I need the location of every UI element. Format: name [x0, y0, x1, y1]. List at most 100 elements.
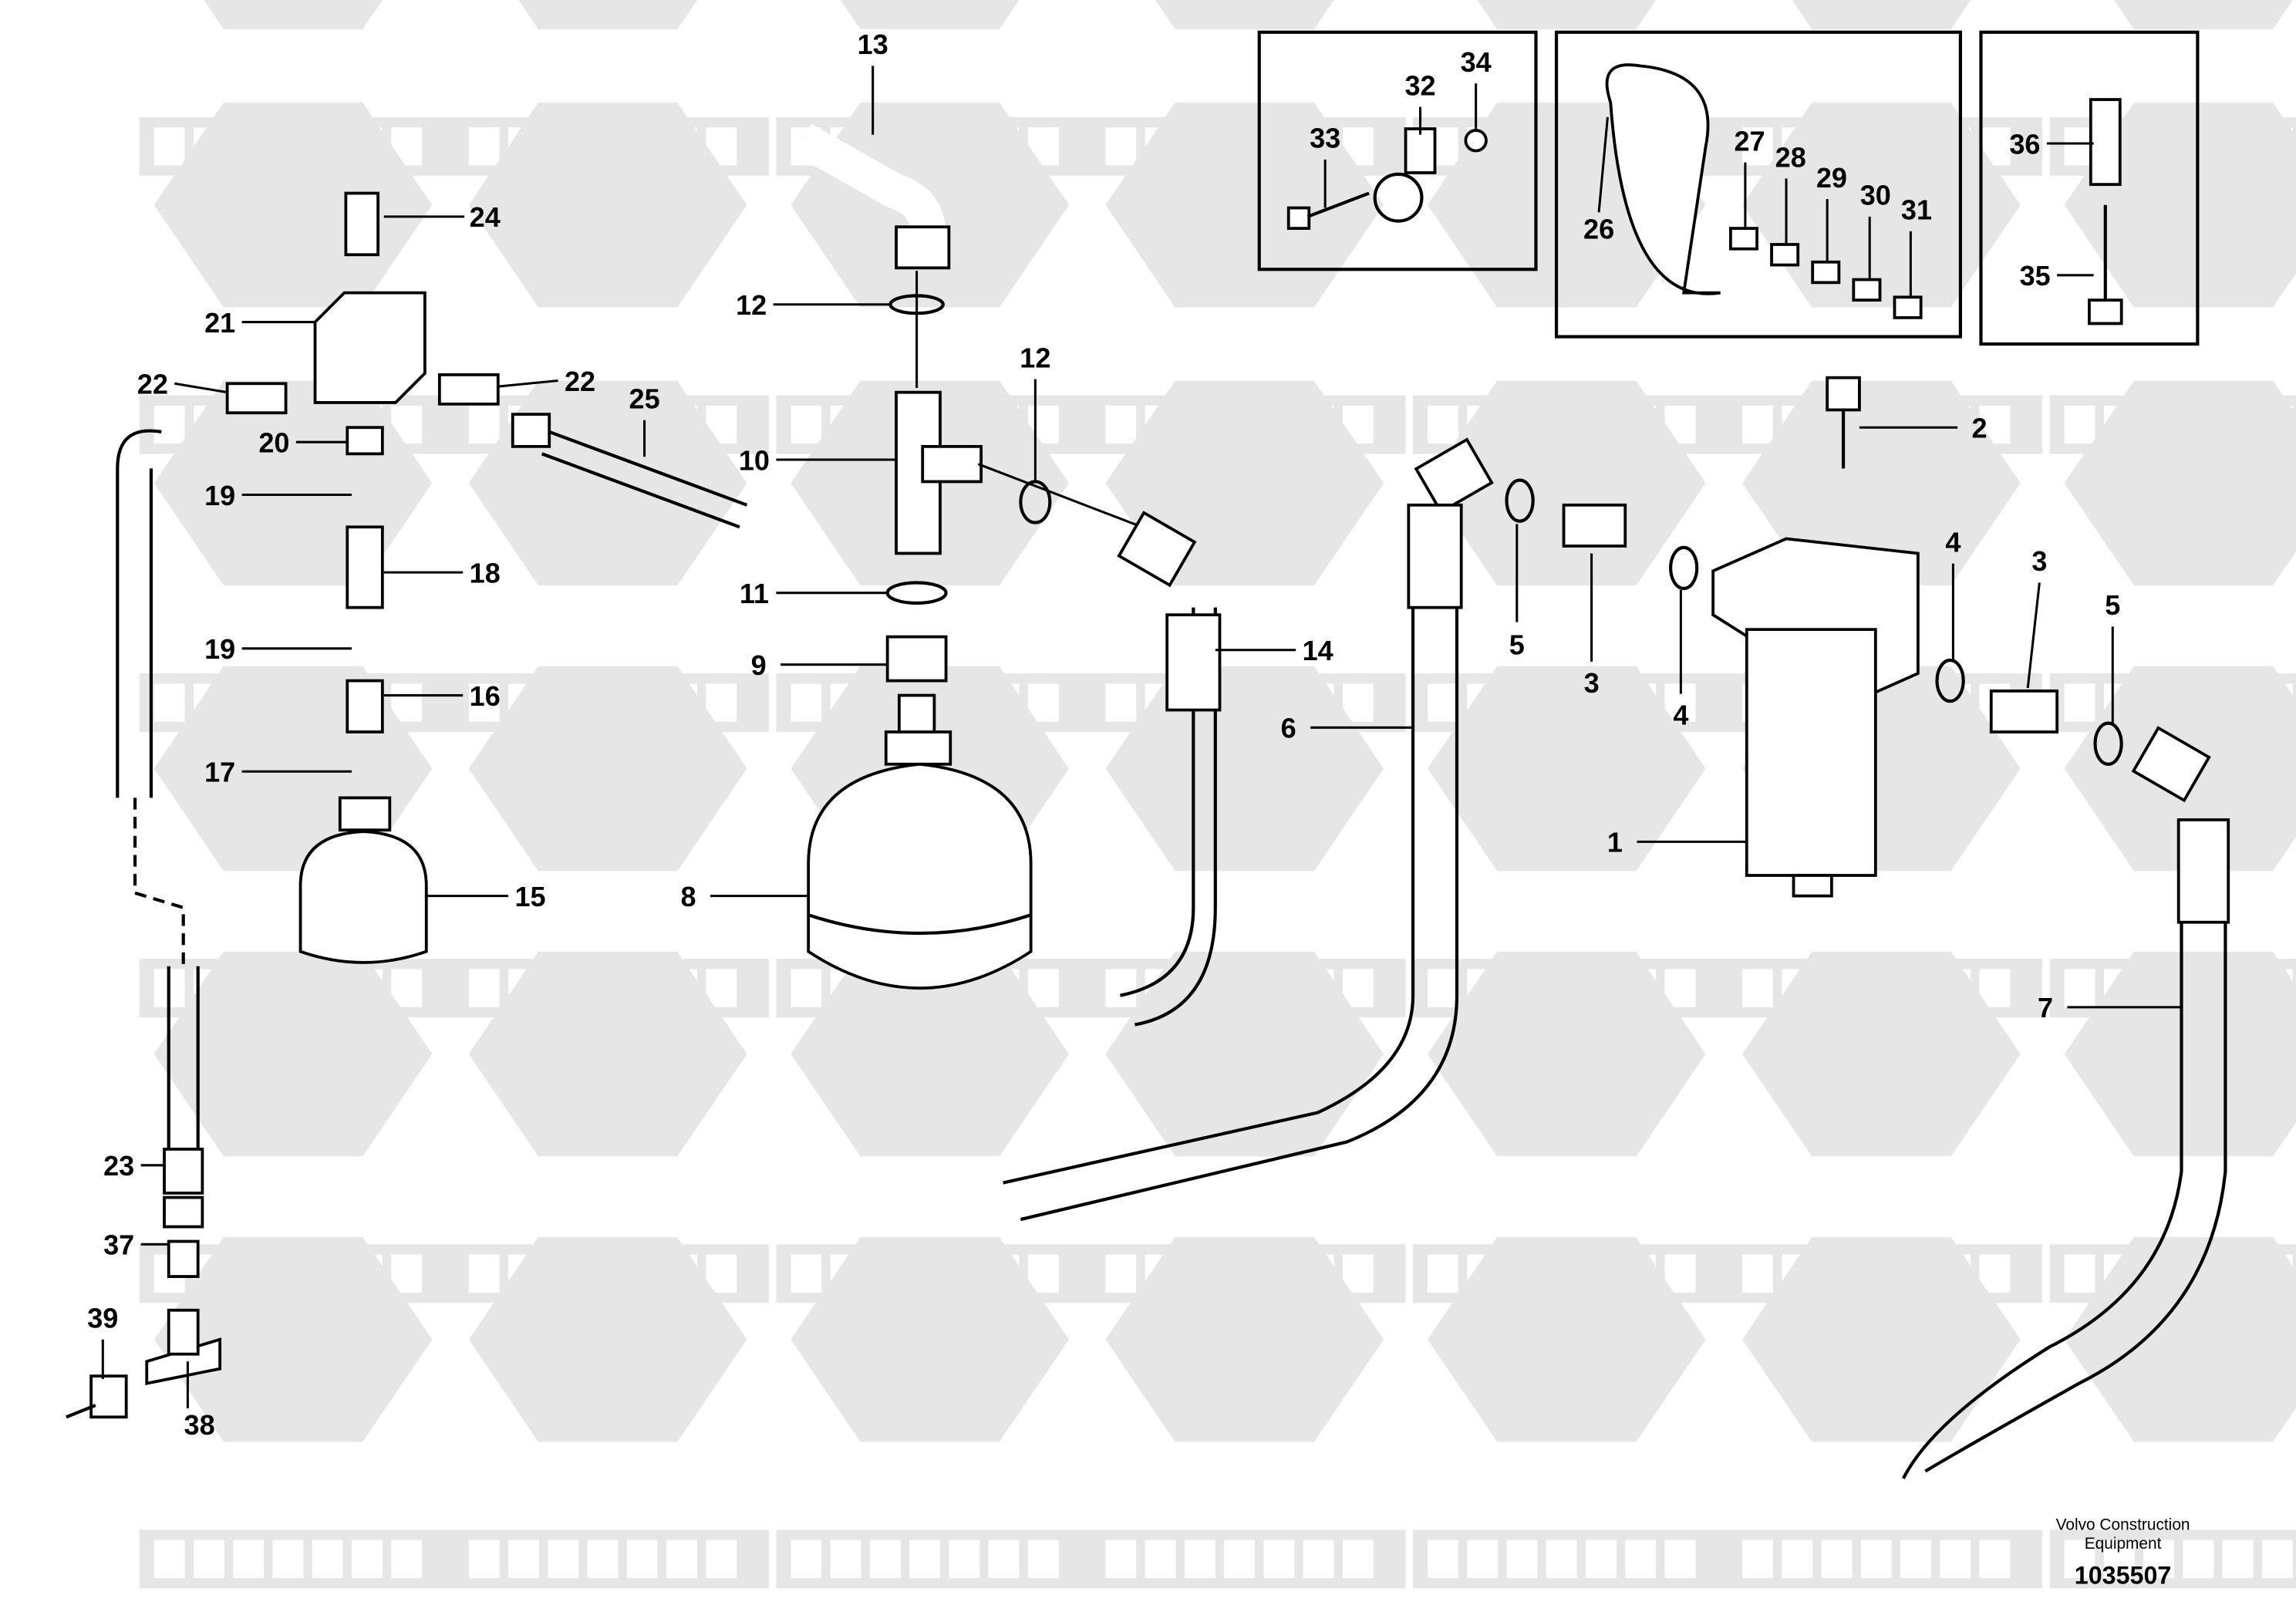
watermark-letter-shape [1586, 1539, 1617, 1579]
watermark-hexagon [468, 102, 747, 308]
callout-label: 8 [680, 881, 696, 912]
callout-label: 19 [204, 633, 235, 665]
callout-label: 9 [751, 649, 767, 681]
callout-label: 16 [470, 680, 501, 712]
callout-label: 39 [87, 1302, 118, 1334]
detail-box-straps [1554, 30, 1962, 339]
detail-box-spacer [1979, 30, 2200, 346]
watermark-letter-shape [1742, 127, 1773, 166]
watermark-letter-shape [706, 969, 737, 1007]
watermark-hexagon [1105, 1236, 1384, 1442]
watermark-letter-shape [909, 1539, 940, 1579]
watermark-letter-shape [2143, 1539, 2175, 1579]
watermark-letter-shape [1900, 1539, 1931, 1579]
watermark-letter-shape [988, 1539, 1020, 1579]
watermark-hexagon [153, 951, 433, 1157]
leader-lines [101, 66, 2182, 1408]
watermark-letter-shape [1821, 1539, 1853, 1579]
watermark-letter-shape [791, 969, 822, 1007]
watermark-letter-shape [2103, 1539, 2135, 1579]
watermark-letter-shape [1742, 1254, 1773, 1293]
callout-label: 3 [2031, 545, 2047, 577]
callout-label: 22 [137, 369, 168, 400]
callout-label: 12 [736, 289, 767, 321]
footer-company-line1: Volvo Construction [2056, 1516, 2190, 1533]
watermark-letter-shape [2261, 1539, 2293, 1579]
watermark-letter-shape [468, 1539, 500, 1579]
watermark-letter-shape [830, 1539, 861, 1579]
watermark-layer [139, 0, 2296, 1589]
callout-label: 1 [1607, 827, 1623, 858]
watermark-hexagon [1105, 102, 1384, 308]
watermark-hexagon [1428, 1236, 1706, 1442]
watermark-letter-shape [1342, 969, 1374, 1007]
leader-line [174, 382, 228, 394]
callout-label: 15 [514, 881, 545, 912]
watermark-letter-shape [468, 127, 500, 166]
callout-label: 14 [1303, 635, 1333, 666]
watermark-letter-shape [1027, 1539, 1059, 1579]
watermark-hexagon [1742, 951, 2021, 1157]
callout-label: 32 [1404, 69, 1435, 101]
watermark-letter-shape [1979, 1539, 2011, 1579]
watermark-letter-shape [312, 1539, 343, 1579]
watermark-letter-shape [1664, 969, 1696, 1007]
watermark-hexagon [1742, 1236, 2021, 1442]
watermark-hexagon [468, 951, 747, 1157]
watermark-letter-shape [548, 1539, 579, 1579]
callout-label: 4 [1673, 700, 1688, 731]
watermark-letter-shape [1664, 1539, 1696, 1579]
watermark-letter-shape [666, 1539, 697, 1579]
watermark-letter-shape [2064, 969, 2095, 1007]
watermark-letter-shape [2183, 1539, 2214, 1579]
watermark-letter-shape [508, 1539, 539, 1579]
watermark-letter-shape [351, 1539, 383, 1579]
callout-label: 12 [1020, 342, 1050, 373]
watermark-letter-shape [1467, 1539, 1499, 1579]
watermark-letter-shape [1342, 683, 1374, 722]
watermark-letter-shape [1027, 1254, 1059, 1293]
watermark-hexagon [840, 0, 1020, 29]
watermark-hexagon [468, 666, 747, 872]
watermark-letter-shape [153, 1539, 185, 1579]
watermark-letter-shape [1979, 969, 2011, 1007]
watermark-letter-shape [1027, 683, 1059, 722]
watermark-letter-shape [1782, 1539, 1813, 1579]
watermark-letter-shape [391, 1254, 423, 1293]
watermark-letter-shape [1105, 405, 1137, 444]
watermark-letter-shape [1979, 1254, 2011, 1293]
watermark-hexagon [153, 1236, 433, 1442]
callout-label: 11 [740, 578, 769, 609]
callout-label: 21 [204, 307, 235, 339]
watermark-letter-shape [1506, 1539, 1538, 1579]
watermark-letter-shape [1105, 1254, 1137, 1293]
watermark-letter-shape [468, 405, 500, 444]
watermark-hexagon [2064, 380, 2296, 586]
watermark-hexagon [204, 0, 383, 29]
watermark-hexagon [1105, 951, 1384, 1157]
watermark-letter-shape [1342, 1539, 1374, 1579]
watermark-letter-shape [1428, 1254, 1458, 1293]
callout-label: 29 [1816, 162, 1847, 194]
leader-line [497, 379, 558, 388]
watermark-letter-shape [2064, 683, 2095, 722]
watermark-letter-shape [1263, 1539, 1295, 1579]
callout-label: 36 [2009, 128, 2040, 160]
watermark-letter-shape [949, 1539, 980, 1579]
watermark-letter-shape [791, 683, 822, 722]
callout-label: 3 [1584, 667, 1600, 699]
callout-label: 33 [1310, 123, 1340, 154]
callout-label: 27 [1735, 125, 1765, 157]
watermark-letter-shape [1145, 1539, 1176, 1579]
drawing-number: 1035507 [2075, 1562, 2172, 1590]
watermark-hexagon [1428, 951, 1706, 1157]
watermark-hexagon [1428, 380, 1706, 586]
watermark-letter-shape [153, 127, 185, 166]
detail-box-clamp [1257, 30, 1538, 271]
callout-label: 18 [470, 557, 501, 588]
watermark-hexagon [468, 1236, 747, 1442]
watermark-hexagon [791, 1236, 1070, 1442]
callout-label: 28 [1775, 141, 1806, 173]
